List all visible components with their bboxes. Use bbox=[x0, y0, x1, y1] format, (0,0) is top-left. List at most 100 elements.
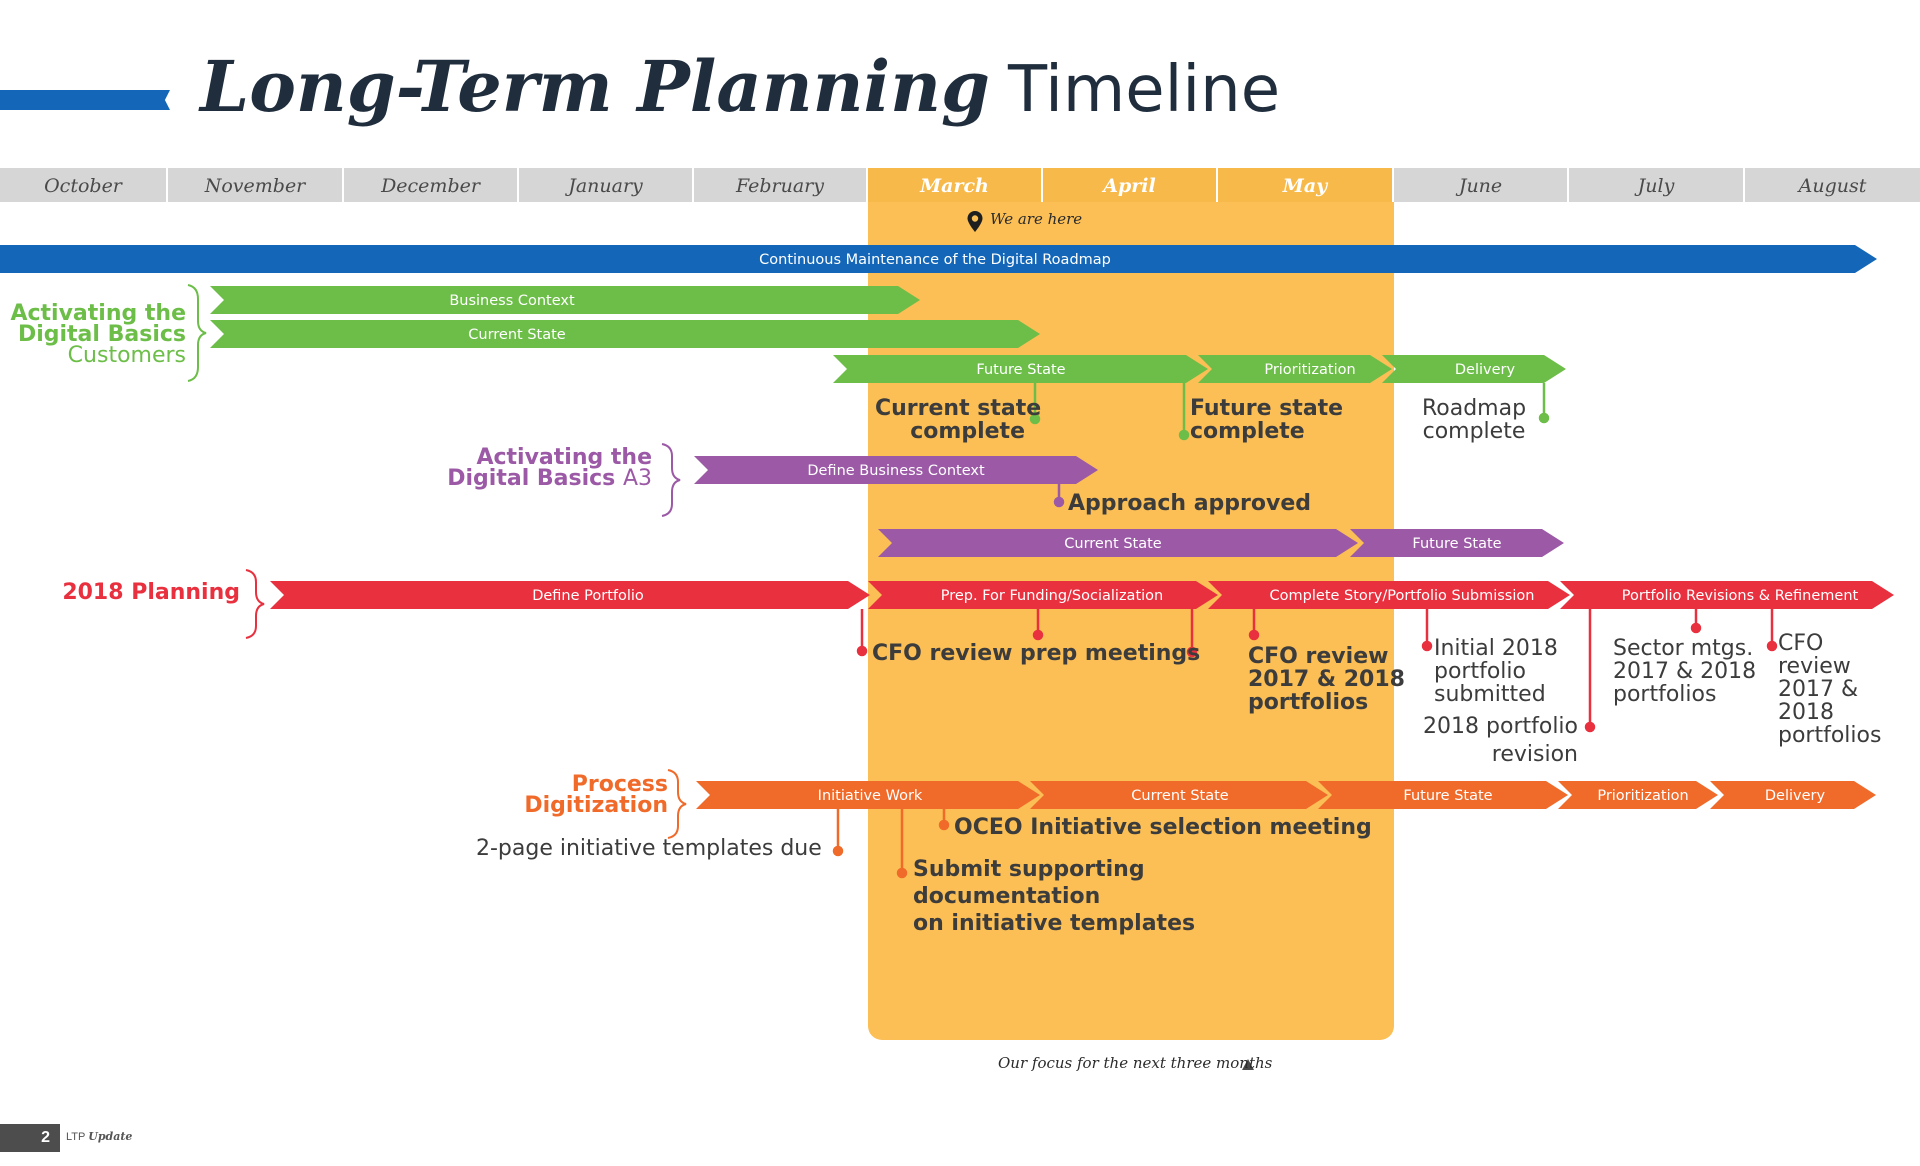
milestone-line: 2017 & 2018 bbox=[1248, 667, 1405, 692]
group-label-line: Digitization bbox=[524, 793, 668, 818]
milestone-line: portfolios bbox=[1778, 723, 1882, 748]
milestone-submit-documentation: Submit supporting documentation on initi… bbox=[913, 856, 1195, 937]
milestone-current-state-complete: Current state complete bbox=[875, 396, 1042, 444]
milestone-line: 2017 & bbox=[1778, 677, 1859, 702]
milestone-line: complete bbox=[1190, 419, 1305, 444]
bar-prep-funding bbox=[868, 581, 1218, 609]
bar-define-business-context-label: Define Business Context bbox=[807, 463, 985, 479]
milestone-line: on initiative templates bbox=[913, 911, 1196, 936]
bar-a3-future-state-label: Future State bbox=[1412, 536, 1501, 552]
bar-business-context-label: Business Context bbox=[449, 293, 575, 309]
title-bold-part: Long-Term Planning bbox=[200, 45, 990, 128]
bar-customers-current-state bbox=[210, 320, 1040, 348]
title-accent-bar bbox=[0, 90, 170, 110]
month-november: November bbox=[168, 168, 344, 202]
milestone-future-state-complete: Future state complete bbox=[1190, 397, 1343, 443]
bar-process-future-state bbox=[1318, 781, 1568, 809]
month-february: February bbox=[694, 168, 868, 202]
pin-dot bbox=[1538, 412, 1550, 424]
milestone-cfo-review-final: CFO review 2017 & 2018 portfolios bbox=[1778, 632, 1881, 747]
milestone-line: documentation bbox=[913, 884, 1101, 909]
milestone-line: 2017 & 2018 bbox=[1613, 659, 1757, 684]
bar-initiative-work bbox=[696, 781, 1040, 809]
month-may: May bbox=[1218, 168, 1394, 202]
milestone-line: portfolios bbox=[1248, 690, 1369, 715]
milestone-2018-portfolio-revision: 2018 portfolio revision bbox=[1420, 713, 1578, 769]
bar-customers-current-state-label: Current State bbox=[468, 327, 566, 343]
location-pin-icon bbox=[967, 211, 983, 232]
milestone-line: revision bbox=[1491, 742, 1578, 767]
page-number: 2 bbox=[0, 1124, 60, 1152]
title-light-part: Timeline bbox=[1007, 53, 1281, 127]
milestone-line: portfolios bbox=[1613, 682, 1717, 707]
pin-dot bbox=[1690, 622, 1702, 634]
pin-dot bbox=[1032, 629, 1044, 641]
month-august: August bbox=[1745, 168, 1920, 202]
milestone-line: submitted bbox=[1434, 682, 1546, 707]
a3-brace bbox=[661, 443, 681, 517]
bar-portfolio-revisions bbox=[1560, 581, 1894, 609]
bar-a3-current-state bbox=[878, 529, 1358, 557]
month-july: July bbox=[1569, 168, 1745, 202]
pin-dot bbox=[896, 867, 908, 879]
bar-process-delivery-label: Delivery bbox=[1765, 788, 1826, 804]
bar-process-delivery bbox=[1710, 781, 1876, 809]
triangle-up-icon bbox=[1242, 1059, 1254, 1070]
bar-business-context bbox=[210, 286, 920, 314]
pin-dot bbox=[1029, 413, 1041, 425]
pin-dot bbox=[832, 845, 844, 857]
pin-dot bbox=[1053, 496, 1065, 508]
bar-customers-prioritization-label: Prioritization bbox=[1264, 362, 1355, 378]
pin-dot bbox=[1178, 429, 1190, 441]
milestone-line: Future state bbox=[1190, 396, 1344, 421]
bar-define-portfolio bbox=[270, 581, 870, 609]
bar-complete-story bbox=[1208, 581, 1570, 609]
milestone-line: 2018 portfolio bbox=[1423, 714, 1578, 739]
pin-dot bbox=[938, 819, 950, 831]
customers-brace bbox=[187, 284, 207, 382]
pin-dot bbox=[856, 645, 868, 657]
pin-dot bbox=[1421, 640, 1433, 652]
group-label-line: Activating the bbox=[10, 301, 186, 326]
month-october: October bbox=[0, 168, 168, 202]
footer-brand-sub: Update bbox=[88, 1130, 133, 1143]
bar-process-current-state-label: Current State bbox=[1131, 788, 1229, 804]
milestone-line: review bbox=[1778, 654, 1851, 679]
month-june: June bbox=[1394, 168, 1569, 202]
focus-caption: Our focus for the next three months bbox=[998, 1054, 1273, 1072]
pin-dot bbox=[1248, 629, 1260, 641]
milestone-line: CFO review bbox=[1248, 644, 1389, 669]
milestone-oceo-selection: OCEO Initiative selection meeting bbox=[954, 815, 1372, 840]
milestone-line: Current state bbox=[875, 396, 1042, 421]
group-label-planning: 2018 Planning bbox=[62, 580, 240, 605]
bar-process-prioritization bbox=[1558, 781, 1718, 809]
milestone-line: complete bbox=[910, 419, 1025, 444]
milestone-templates-due: 2-page initiative templates due bbox=[476, 836, 822, 861]
bar-continuous-maintenance bbox=[0, 245, 1877, 273]
milestone-line: Roadmap bbox=[1421, 396, 1527, 421]
bar-initiative-work-label: Initiative Work bbox=[818, 788, 923, 804]
footer-brand: LTP Update bbox=[66, 1130, 132, 1143]
group-label-line: Customers bbox=[67, 343, 186, 368]
bar-customers-prioritization bbox=[1198, 355, 1392, 383]
bar-customers-future-state bbox=[833, 355, 1208, 383]
month-april: April bbox=[1043, 168, 1218, 202]
milestone-cfo-review: CFO review bbox=[872, 641, 1013, 666]
bar-a3-future-state bbox=[1350, 529, 1564, 557]
pin-dot bbox=[1186, 646, 1198, 658]
month-header-strip: October November December January Februa… bbox=[0, 168, 1920, 202]
milestone-line: portfolio bbox=[1434, 659, 1526, 684]
planning-brace bbox=[245, 569, 265, 639]
bar-process-future-state-label: Future State bbox=[1403, 788, 1492, 804]
footer-brand-name: LTP bbox=[66, 1131, 86, 1143]
bar-a3-current-state-label: Current State bbox=[1064, 536, 1162, 552]
bar-define-portfolio-label: Define Portfolio bbox=[532, 588, 644, 604]
milestone-line: Initial 2018 bbox=[1434, 636, 1558, 661]
pin-dot bbox=[1766, 640, 1778, 652]
bar-process-prioritization-label: Prioritization bbox=[1597, 788, 1688, 804]
group-label-a3: Activating the Digital Basics A3 bbox=[447, 447, 652, 490]
group-label-line: Process bbox=[571, 772, 668, 797]
bar-customers-delivery bbox=[1382, 355, 1566, 383]
